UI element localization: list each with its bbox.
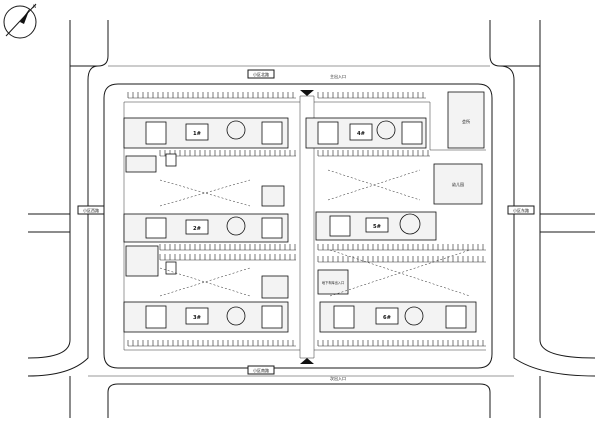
club-building — [447, 91, 485, 149]
pedestrian-paths — [159, 169, 471, 297]
building-1: 1# — [123, 117, 289, 149]
compass-north-label: N — [33, 4, 36, 9]
north-gate-icon — [300, 90, 314, 96]
building-1-label: 1# — [193, 131, 201, 137]
north-gate-label: 主出入口 — [330, 73, 346, 79]
parking-rows — [127, 92, 486, 347]
building-4-label: 4# — [357, 131, 365, 137]
ramp-box-b — [261, 275, 289, 299]
ramp-box-a — [261, 185, 285, 207]
building-4: 4# — [305, 117, 427, 149]
building-6: 6# — [319, 301, 477, 333]
building-5-label: 5# — [373, 224, 381, 230]
south-gate-icon — [300, 358, 314, 364]
pavilion-a — [125, 155, 157, 173]
ramp-box-c — [317, 269, 349, 295]
kindergarten-label: 幼儿园 — [452, 181, 464, 187]
surrounding-roads — [27, 20, 596, 418]
building-6-label: 6# — [383, 315, 391, 321]
south-gate-label: 次出入口 — [330, 375, 346, 381]
building-2-label: 2# — [193, 226, 201, 232]
building-3-label: 3# — [193, 315, 201, 321]
site-boundary — [103, 83, 493, 369]
club-label: 会所 — [462, 118, 470, 124]
building-3: 3# — [123, 301, 289, 333]
building-5: 5# — [315, 211, 437, 241]
pavilion-b — [125, 245, 159, 277]
garage-ramp-label: 地下车库出入口 — [322, 280, 344, 285]
road-west-label: 小区西路 — [83, 207, 99, 213]
kindergarten-building — [433, 163, 483, 205]
building-2: 2# — [123, 213, 289, 243]
road-south-label: 小区南路 — [253, 367, 269, 373]
road-north-label: 小区北路 — [253, 71, 269, 77]
compass-icon: N — [3, 3, 37, 39]
road-east-label: 小区东路 — [513, 207, 529, 213]
